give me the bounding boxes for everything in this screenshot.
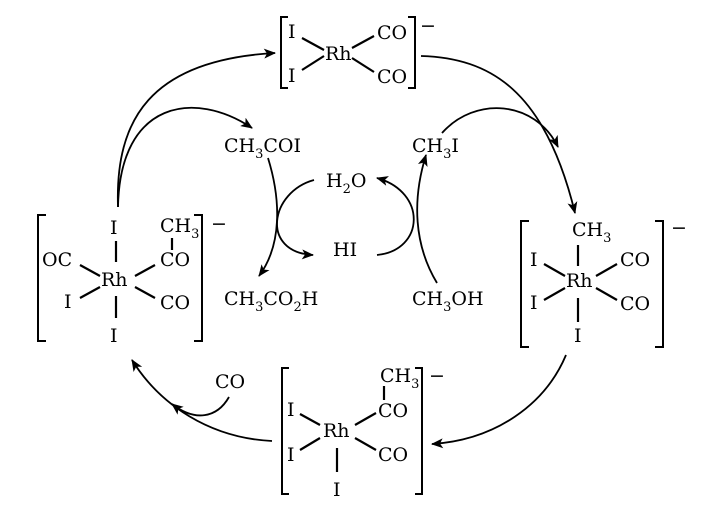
ligand-co: CO (377, 22, 407, 44)
bond (354, 437, 377, 451)
complex-bottom-bracket-right (415, 367, 423, 495)
ligand-iodide: I (110, 325, 118, 347)
ligand-iodide: I (288, 21, 296, 43)
charge-label: − (211, 213, 227, 235)
arrow-co-feed (171, 396, 230, 417)
complex-top-bracket-right (408, 16, 416, 89)
charge-label: − (420, 15, 436, 37)
bond (351, 35, 375, 49)
complex-top-bracket-left (280, 16, 288, 89)
bond (595, 287, 618, 301)
complex-left-bracket-left (37, 214, 46, 342)
arrow-ch3i-feed (441, 107, 559, 148)
arrow-co-coordination (131, 359, 273, 442)
bond (134, 286, 156, 299)
bond (301, 55, 325, 71)
ligand-co: CO (378, 444, 408, 466)
arrow-oxidative-addition (420, 55, 578, 214)
ligand-co: CO (620, 249, 650, 271)
acetic-acid-label: CH3CO2H (224, 288, 318, 315)
arrow-migratory-insertion (431, 354, 567, 449)
ligand-iodide: I (288, 65, 296, 87)
bond (299, 437, 321, 451)
rhodium-label: Rh (566, 270, 593, 292)
complex-right-bracket-right (655, 220, 664, 348)
arrow-water-consumed (276, 179, 315, 260)
bond (79, 286, 101, 299)
acetyl-iodide-label: CH3COI (224, 135, 301, 162)
complex-top: I I Rh CO CO − (280, 15, 436, 89)
complex-bottom: CH3 I CO Rh I CO I − (281, 365, 445, 501)
bond (301, 37, 325, 51)
charge-label: − (671, 217, 687, 239)
ligand-co: CO (620, 293, 650, 315)
ligand-iodide: I (530, 292, 538, 314)
bond (595, 263, 618, 277)
bond (299, 413, 321, 426)
complex-bottom-bracket-left (281, 367, 289, 495)
bond (354, 412, 377, 426)
complex-right: CH3 I Rh I I CO CO − (520, 217, 687, 348)
ligand-iodide: I (530, 249, 538, 271)
rhodium-label: Rh (325, 43, 352, 65)
bond (134, 264, 156, 277)
acyl-carbonyl: CO (160, 249, 190, 271)
rhodium-label: Rh (323, 420, 350, 442)
ligand-iodide: I (110, 217, 118, 239)
ligand-iodide: I (64, 291, 72, 313)
methyl-group: CH3 (160, 215, 199, 242)
hydrogen-iodide-label: HI (333, 239, 357, 261)
complex-left: I OC Rh I I CH3 CO CO − (37, 213, 227, 347)
methyl-iodide-label: CH3I (412, 135, 459, 162)
ligand-iodide: I (574, 325, 582, 347)
bond (351, 57, 375, 73)
bond (543, 263, 566, 277)
ligand-iodide: I (287, 444, 295, 466)
complex-right-bracket-left (520, 220, 529, 348)
bond (79, 264, 101, 277)
bond (543, 287, 566, 301)
ligand-iodide: I (287, 399, 295, 421)
methyl-group: CH3 (572, 219, 611, 246)
carbon-monoxide-label: CO (215, 371, 245, 393)
complex-left-bracket-right (194, 214, 203, 342)
methyl-group: CH3 (380, 365, 419, 392)
charge-label: − (429, 365, 445, 387)
arrow-hi-to-water (376, 176, 415, 256)
arrow-reductive-elimination (116, 48, 276, 208)
arrow-ch3coi-release (117, 107, 253, 208)
rhodium-label: Rh (101, 269, 128, 291)
acyl-carbonyl: CO (378, 400, 408, 422)
ligand-co: CO (377, 66, 407, 88)
arrow-hydrolysis-to-acid (258, 157, 279, 277)
ligand-iodide: I (333, 479, 341, 501)
ligand-co: CO (160, 292, 190, 314)
methanol-label: CH3OH (412, 288, 484, 315)
ligand-co: OC (42, 249, 72, 271)
water-label: H2O (326, 170, 366, 197)
arrow-methanol-to-ch3i (416, 154, 438, 284)
